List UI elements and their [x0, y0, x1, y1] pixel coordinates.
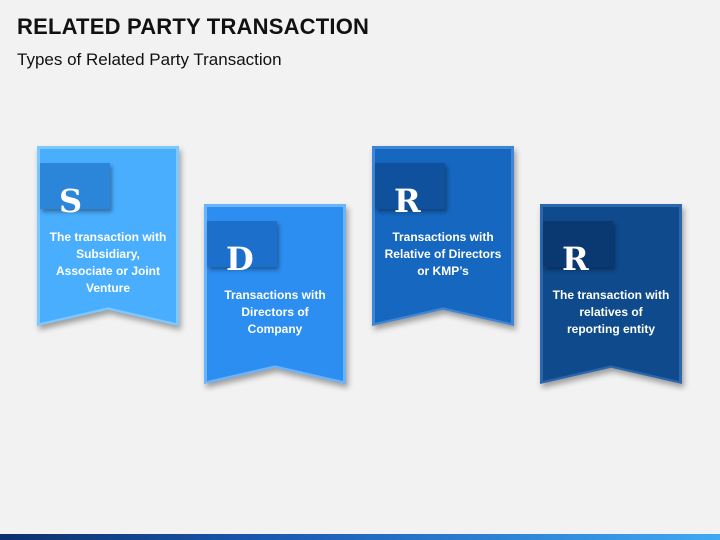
- card-relatives-reporting-entity: R The transaction with relatives of repo…: [540, 204, 682, 384]
- card-directors: D Transactions with Directors of Company: [204, 204, 346, 384]
- card-letter: R: [394, 182, 421, 220]
- card-subsidiary: S The transaction with Subsidiary, Assoc…: [37, 146, 179, 326]
- card-description: Transactions with Directors of Company: [224, 288, 326, 336]
- page-subtitle: Types of Related Party Transaction: [17, 50, 282, 69]
- card-description: Transactions with Relative of Directors …: [384, 230, 502, 278]
- card-description: The transaction with relatives of report…: [552, 288, 670, 336]
- card-tab: S: [40, 163, 110, 220]
- card-tab: R: [543, 221, 613, 278]
- card-tab: D: [207, 221, 277, 278]
- card-tab: R: [375, 163, 445, 220]
- footer-bar: [0, 534, 720, 540]
- card-description: The transaction with Subsidiary, Associa…: [49, 230, 167, 295]
- card-relative-directors: R Transactions with Relative of Director…: [372, 146, 514, 326]
- card-letter: S: [59, 182, 83, 220]
- card-letter: D: [226, 240, 254, 278]
- card-letter: R: [562, 240, 589, 278]
- page-title: RELATED PARTY TRANSACTION: [17, 14, 370, 39]
